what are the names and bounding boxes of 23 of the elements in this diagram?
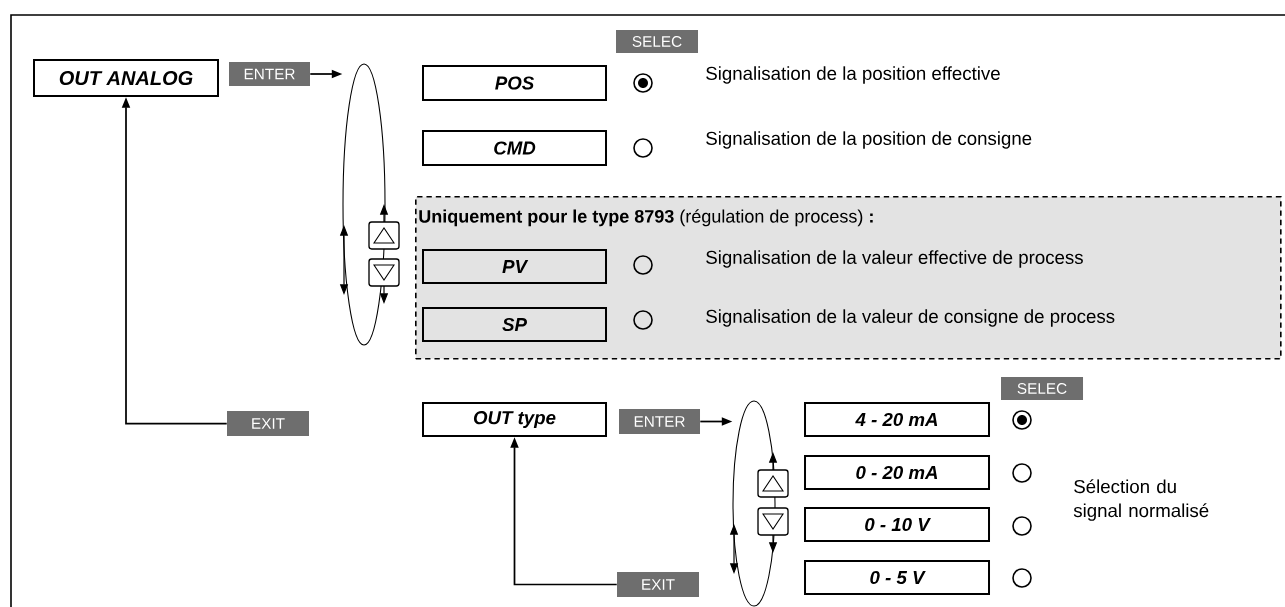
menu-box: 0 - 20 mA (804, 455, 990, 490)
menu-box: OUT ANALOG (33, 59, 219, 97)
menu-box: 0 - 10 V (804, 507, 990, 542)
menu-box: OUT type (422, 402, 607, 437)
key-tag: EXIT (617, 572, 699, 597)
description-text: Signalisation de la position effective (706, 66, 1000, 84)
menu-box: 0 - 5 V (804, 560, 990, 595)
menu-box: SP (422, 307, 607, 342)
menu-box: PV (422, 249, 607, 284)
menu-loop (342, 63, 386, 346)
key-tag: ENTER (229, 62, 310, 86)
menu-box: POS (422, 65, 607, 101)
key-tag: SELEC (1001, 377, 1083, 400)
menu-box: 4 - 20 mA (804, 402, 990, 437)
menu-loop (732, 400, 776, 607)
description-text: Signalisation de la valeur effective de process (706, 250, 1083, 268)
menu-box: CMD (422, 130, 607, 166)
description-text: Sélection du signal normalisé (1073, 479, 1209, 521)
key-tag: ENTER (619, 409, 700, 434)
key-tag: EXIT (227, 411, 309, 436)
description-text: Signalisation de la position de consigne (706, 131, 1032, 149)
key-tag: SELEC (616, 30, 698, 53)
description-text: Signalisation de la valeur de consigne de process (706, 309, 1115, 327)
